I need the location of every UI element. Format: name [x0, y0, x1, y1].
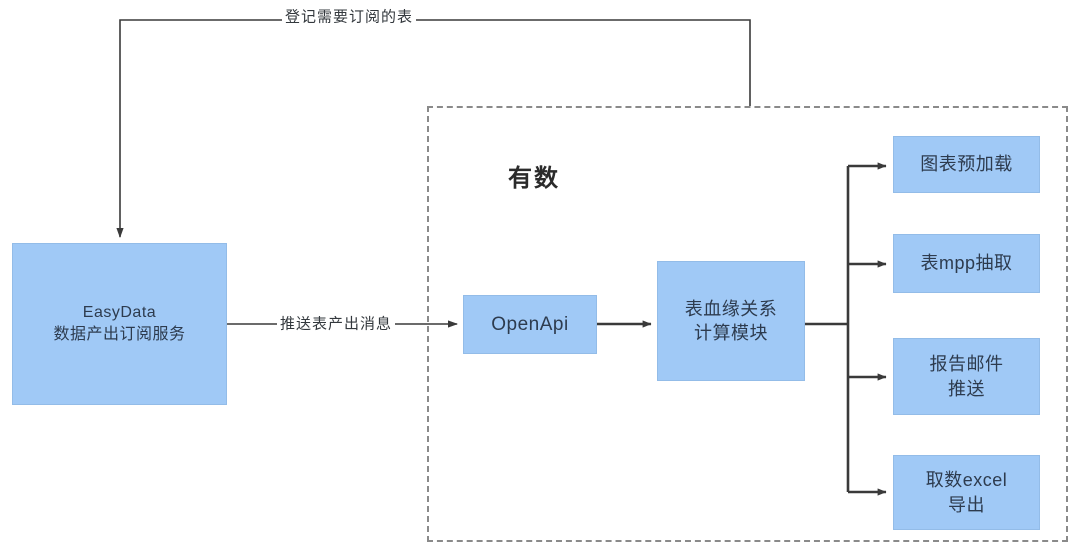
- node-table-mpp-extract[interactable]: 表mpp抽取: [893, 234, 1040, 293]
- node-openapi[interactable]: OpenApi: [463, 295, 597, 354]
- node-lineage-label: 表血缘关系 计算模块: [684, 298, 778, 343]
- node-excel-export[interactable]: 取数excel 导出: [893, 455, 1040, 530]
- node-easydata[interactable]: EasyData 数据产出订阅服务: [12, 243, 227, 405]
- edge-label-push-message: 推送表产出消息: [277, 316, 396, 332]
- node-report-email-push[interactable]: 报告邮件 推送: [893, 338, 1040, 415]
- node-table-mpp-extract-label: 表mpp抽取: [920, 253, 1013, 274]
- node-report-email-push-label: 报告邮件 推送: [929, 354, 1004, 399]
- node-lineage-compute-module[interactable]: 表血缘关系 计算模块: [657, 261, 805, 381]
- node-chart-preload-label: 图表预加载: [920, 154, 1013, 175]
- node-openapi-label: OpenApi: [491, 313, 569, 335]
- group-title: 有数: [508, 165, 560, 192]
- node-excel-export-label: 取数excel 导出: [925, 470, 1008, 515]
- edge-label-register-subscription: 登记需要订阅的表: [282, 9, 417, 25]
- node-easydata-label: EasyData 数据产出订阅服务: [53, 304, 186, 343]
- group-container-yodata: [427, 106, 1068, 542]
- node-chart-preload[interactable]: 图表预加载: [893, 136, 1040, 193]
